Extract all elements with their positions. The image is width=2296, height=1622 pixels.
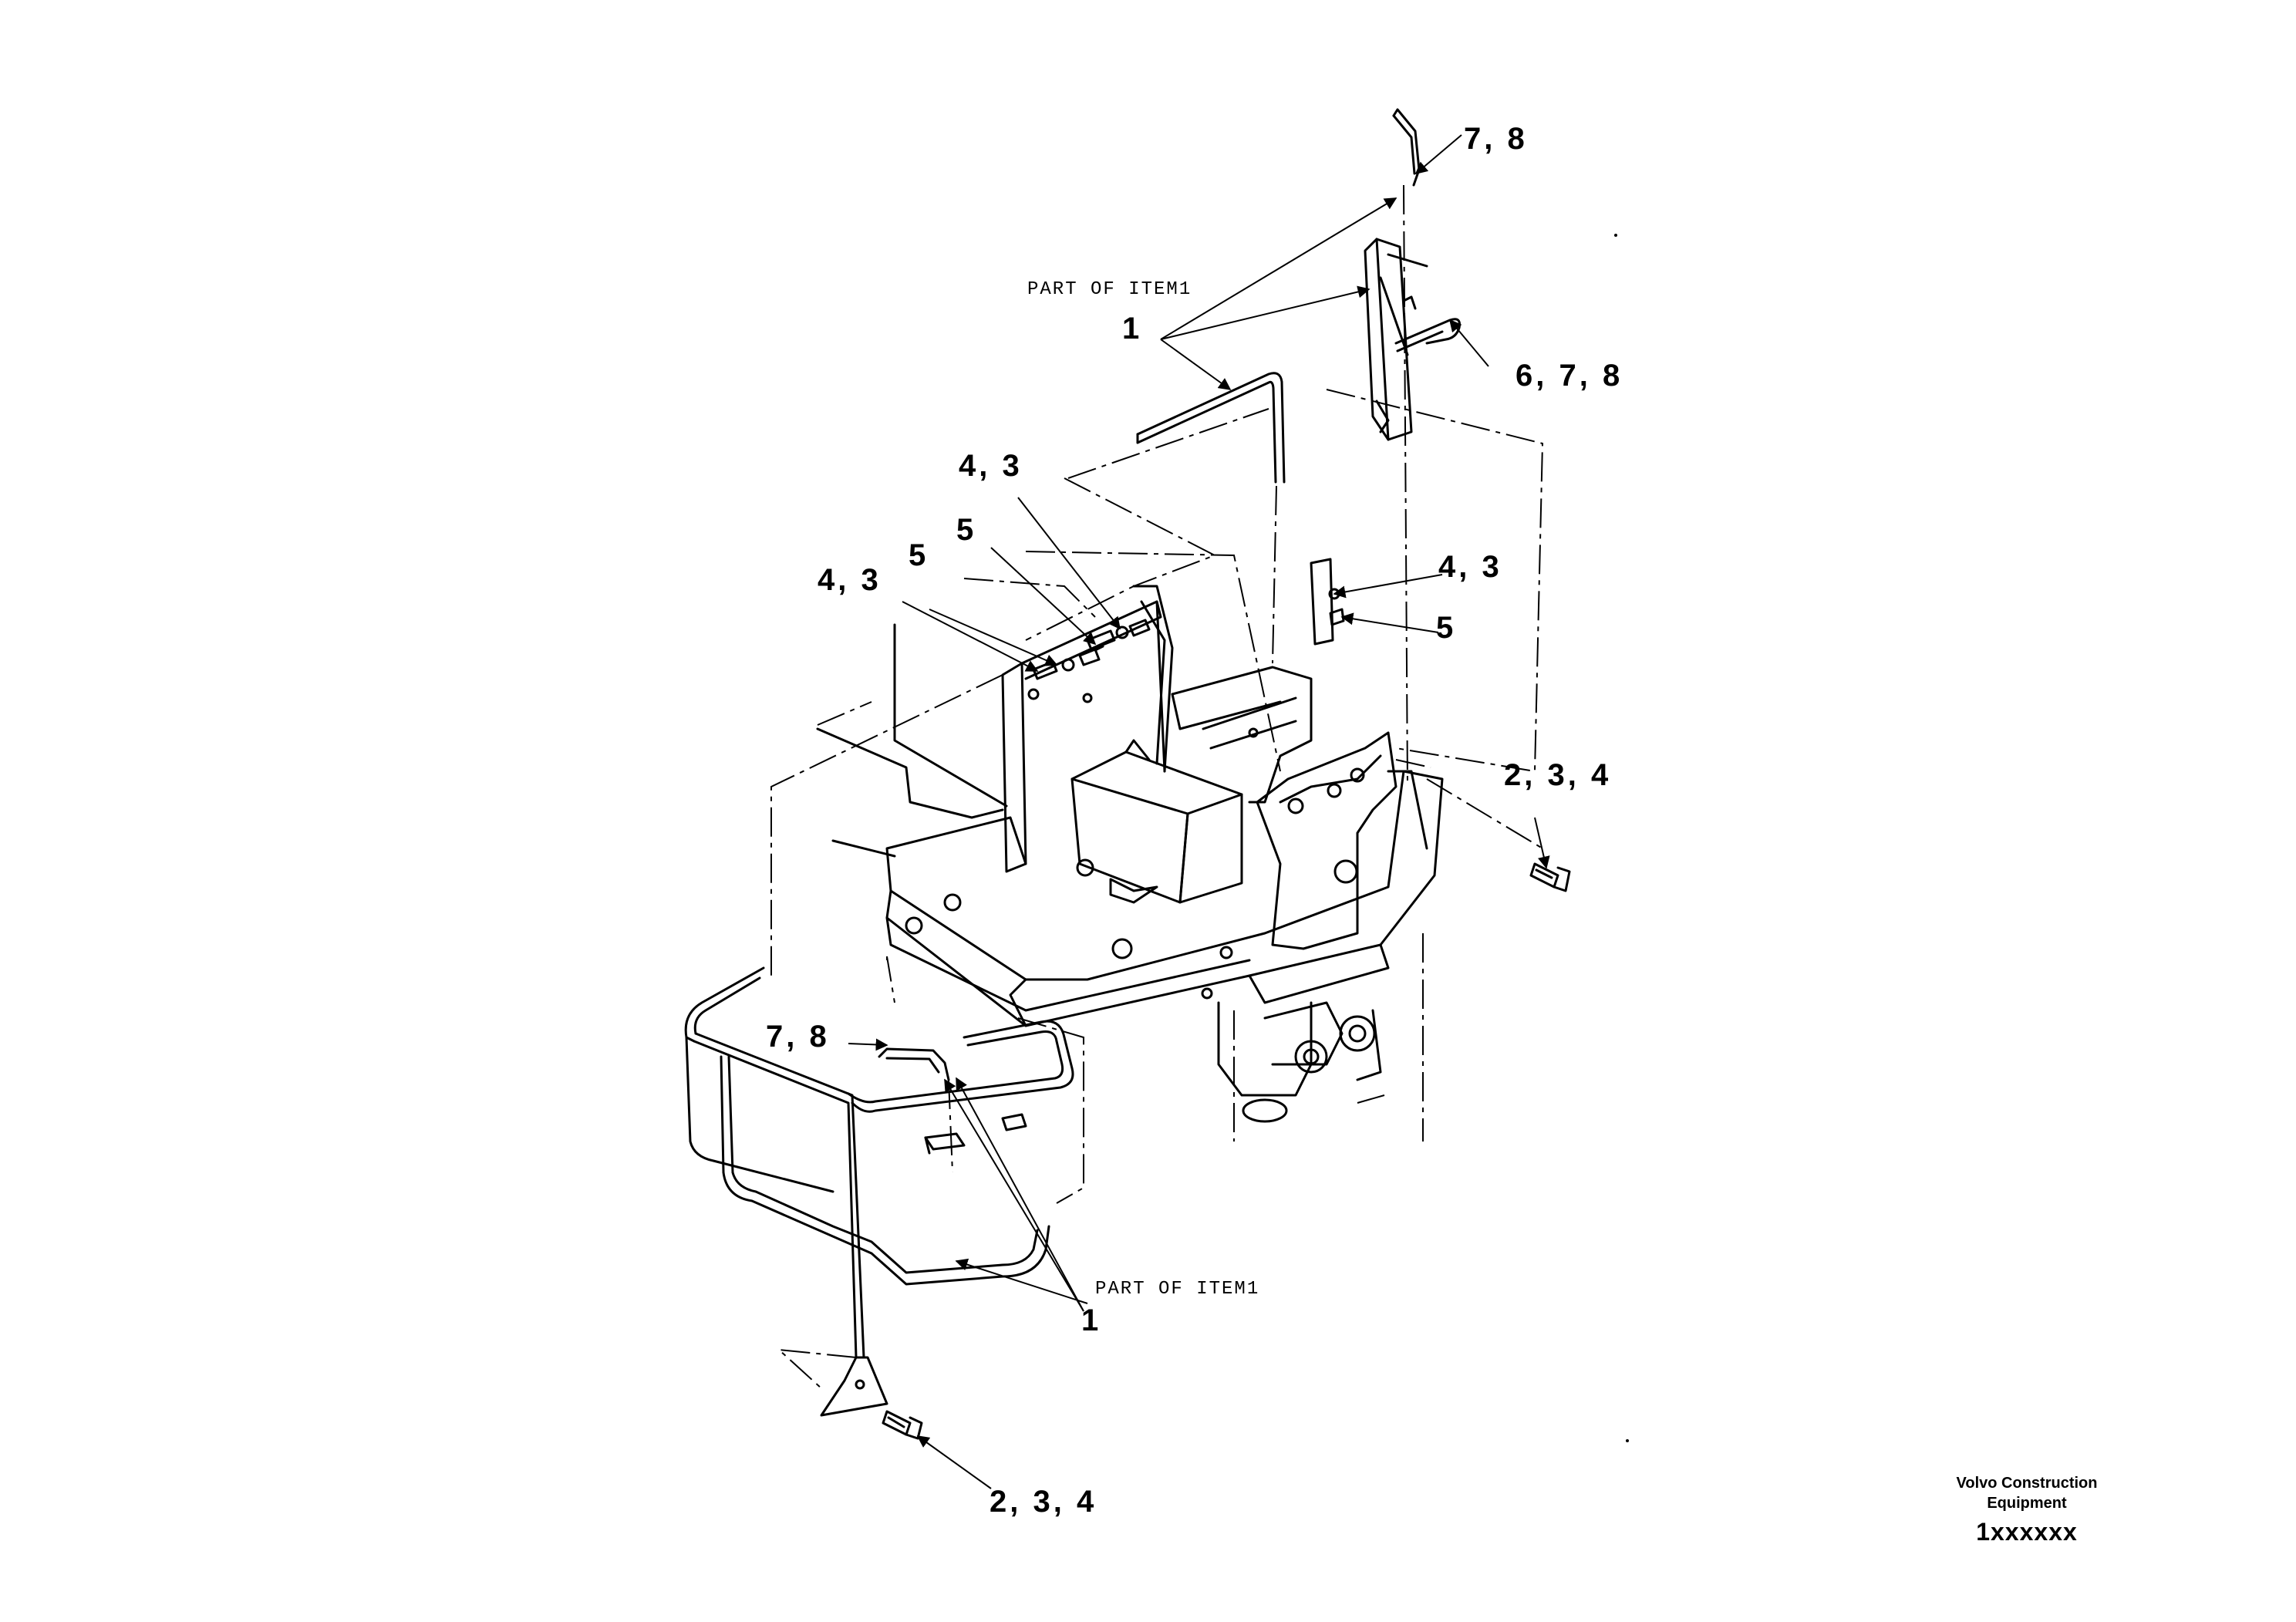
drawing-number: 1xxxxxx [1976, 1518, 2078, 1546]
callout-2-3-4-right: 2, 3, 4 [1504, 758, 1612, 792]
callout-7-8-bottom: 7, 8 [766, 1020, 830, 1054]
callout-4-3-b: 4, 3 [818, 563, 882, 597]
rail-foot-bracket [820, 1356, 888, 1417]
small-side-bracket [1310, 558, 1334, 646]
callout-5-a: 5 [956, 513, 977, 547]
top-pin [1392, 108, 1421, 187]
bottom-pin [878, 1047, 950, 1081]
guard-rail [684, 966, 1074, 1359]
lower-housing [1217, 1001, 1382, 1123]
callout-5-c: 5 [1436, 611, 1457, 645]
company-name-line1: Volvo Construction [1956, 1475, 2098, 1492]
lever-assembly [1132, 585, 1313, 804]
battery-box [1070, 739, 1243, 904]
note-part-of-item-top: PART OF ITEM1 [1027, 279, 1192, 300]
note-part-of-item-bottom: PART OF ITEM1 [1095, 1279, 1260, 1300]
title-block: Volvo Construction Equipment 1xxxxxx [1934, 1473, 2119, 1546]
speck [1626, 1439, 1629, 1442]
top-lever-bar [1136, 372, 1286, 484]
leader-lines [848, 134, 1550, 1489]
callout-7-8-top: 7, 8 [1464, 122, 1528, 156]
callout-6-7-8: 6, 7, 8 [1515, 359, 1623, 393]
centerlines [770, 184, 1544, 1389]
top-bracket-plate [1364, 238, 1428, 441]
callout-4-3-a: 4, 3 [959, 449, 1023, 483]
callout-1-top: 1 [1122, 312, 1143, 346]
callout-4-3-c: 4, 3 [1438, 550, 1502, 584]
callout-1-bottom: 1 [1081, 1303, 1102, 1337]
platform-frame [885, 770, 1444, 1027]
control-bracket [1256, 731, 1428, 950]
speck [1614, 234, 1617, 237]
upper-bolts [1032, 588, 1345, 680]
right-bolt [1529, 862, 1571, 892]
callout-5-b: 5 [909, 538, 929, 572]
bottom-bolt [882, 1410, 923, 1440]
company-name-line2: Equipment [1987, 1495, 2067, 1512]
callout-2-3-4-bottom: 2, 3, 4 [990, 1485, 1097, 1519]
